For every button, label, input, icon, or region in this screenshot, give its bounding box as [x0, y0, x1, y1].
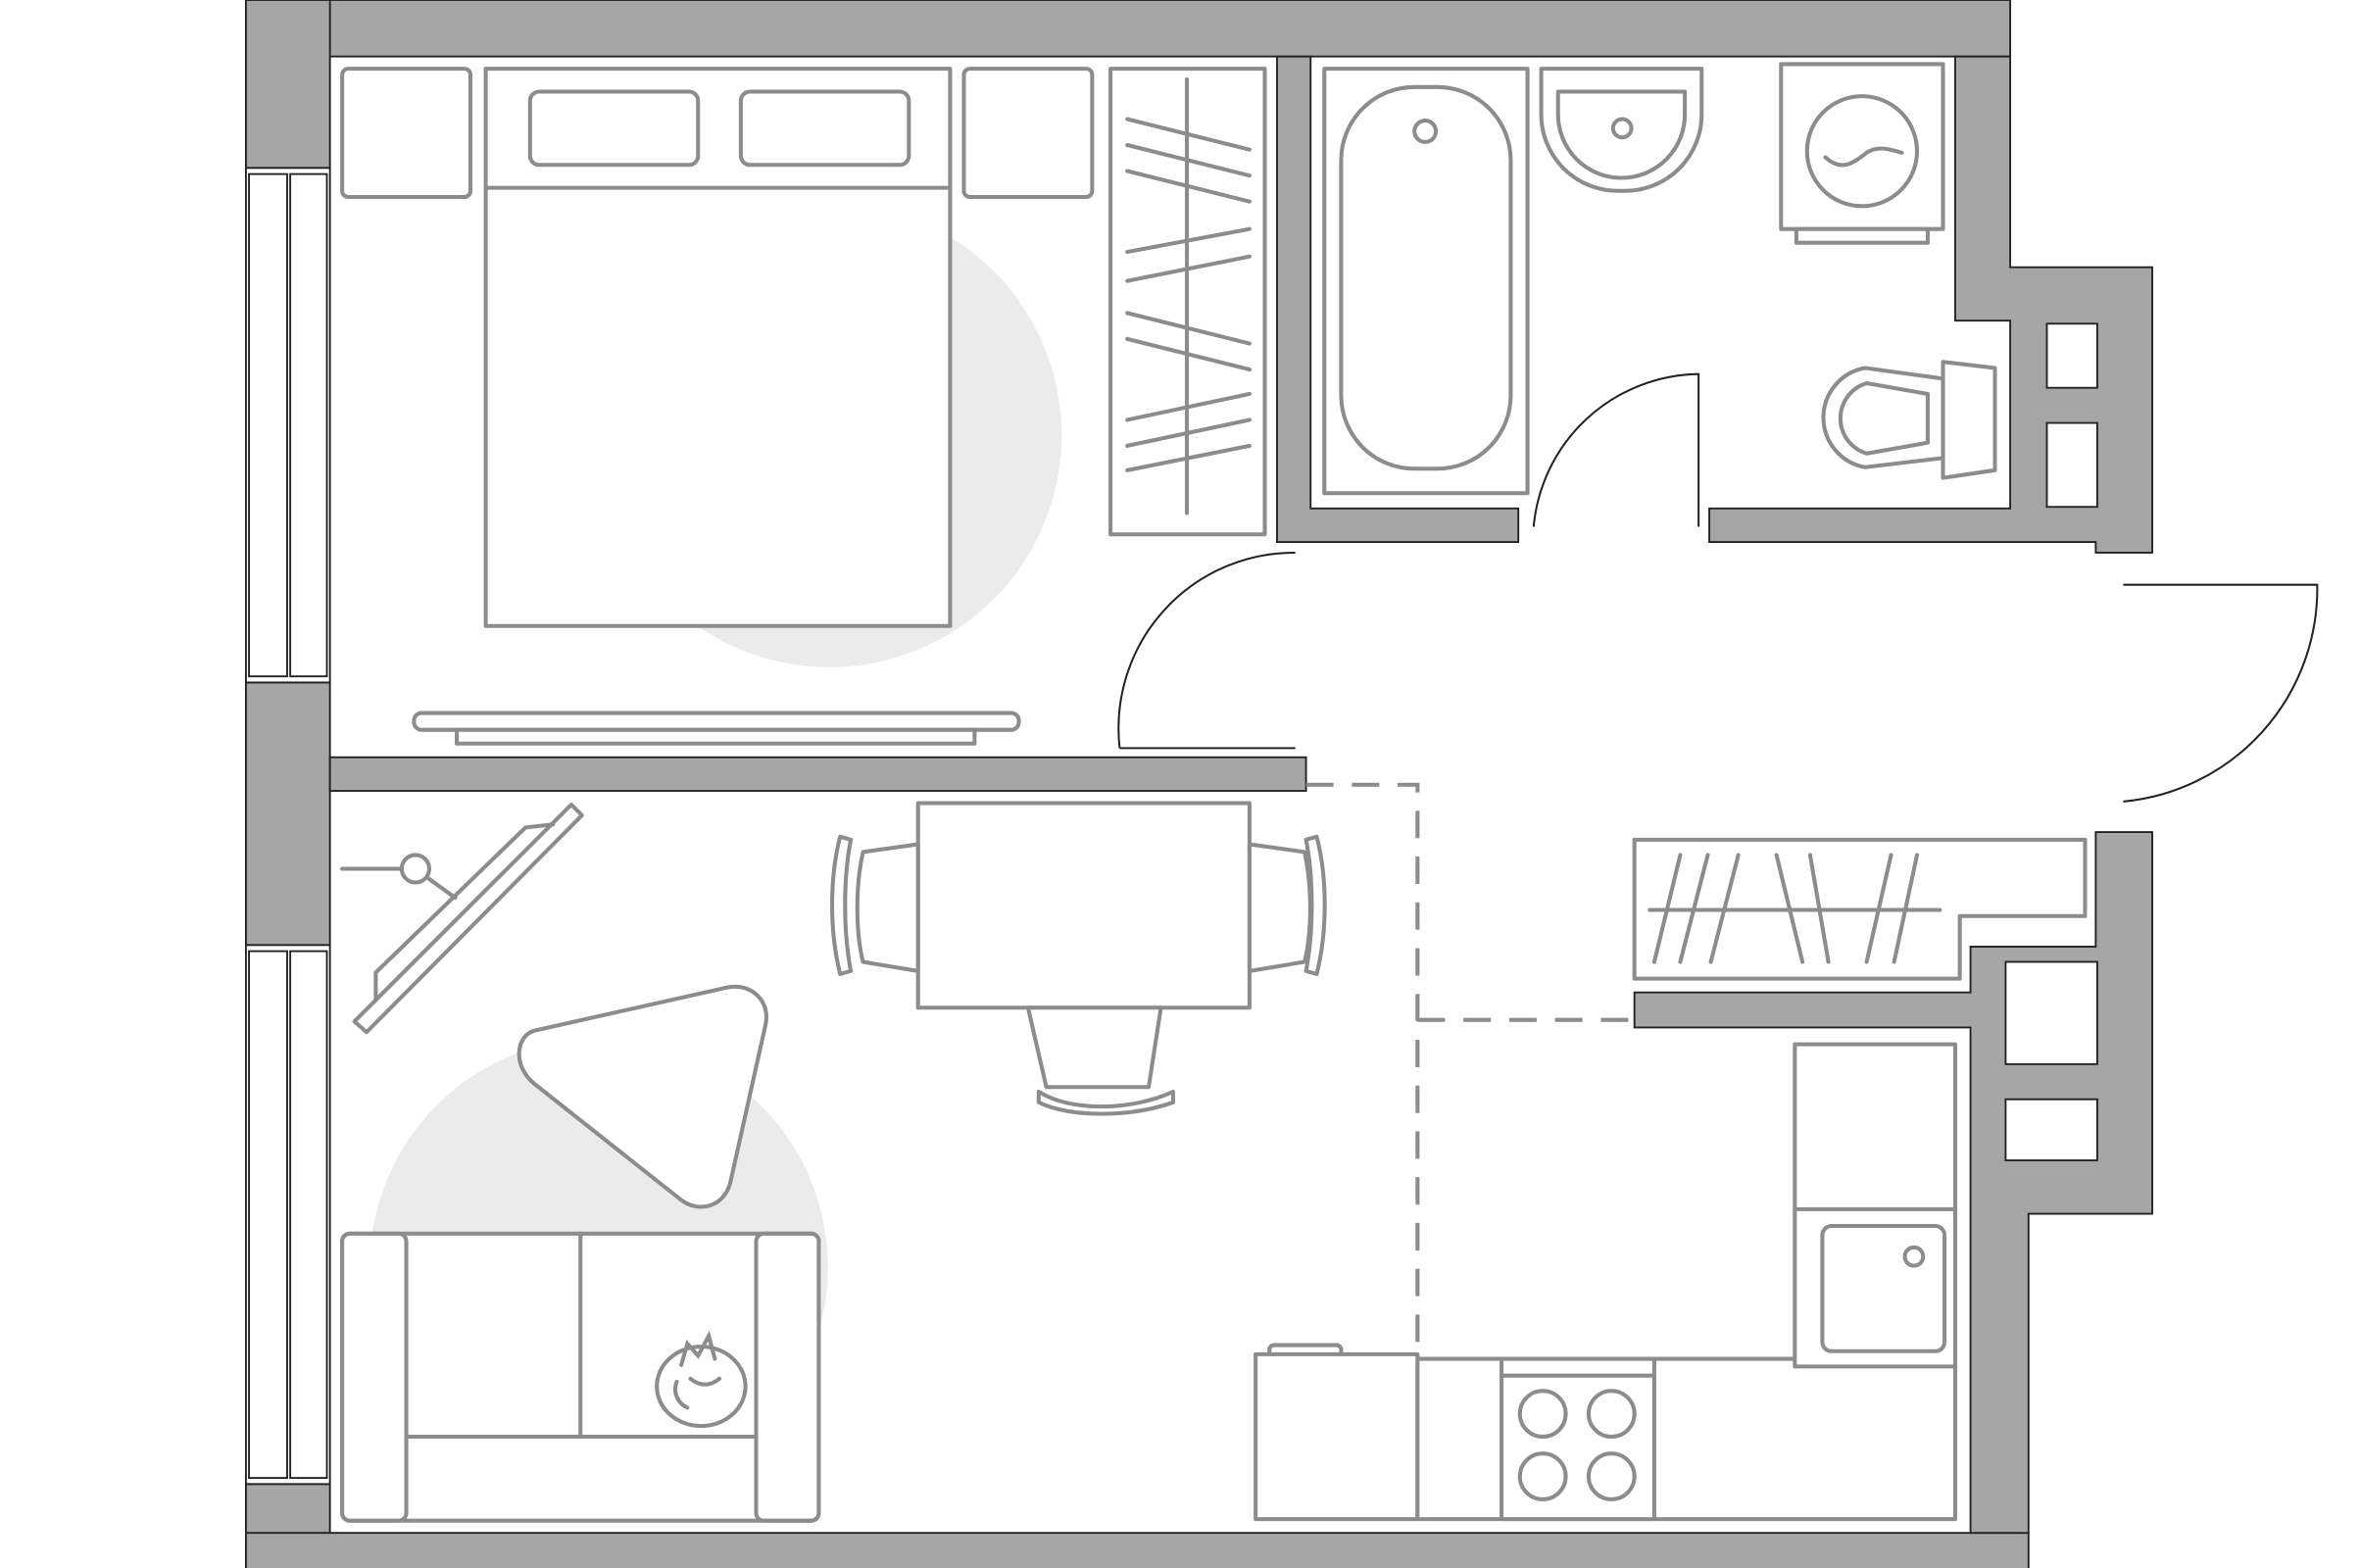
walls — [244, 0, 2153, 1568]
bed — [483, 67, 953, 628]
bench — [412, 710, 1021, 746]
washing-machine — [1779, 62, 1945, 245]
sink — [1539, 67, 1704, 193]
wardrobe-hall — [1632, 837, 2088, 981]
door-bedroom[interactable] — [1117, 551, 1296, 750]
dining-set — [830, 801, 1327, 1116]
cat-icon — [655, 1330, 748, 1429]
nightstand-right — [961, 67, 1095, 199]
nightstand-left — [340, 67, 473, 199]
bathtub — [1322, 67, 1530, 496]
wardrobe-bedroom — [1108, 67, 1267, 537]
coffee-table — [516, 984, 768, 1209]
door-bathroom[interactable] — [1532, 372, 1700, 527]
stove — [1517, 1389, 1637, 1501]
sofa — [340, 1231, 821, 1523]
kitchen-sink — [1820, 1223, 1947, 1353]
window-bedroom — [244, 167, 331, 684]
tv-stand — [340, 803, 584, 1035]
door-entrance[interactable] — [2123, 583, 2319, 803]
toilet — [1821, 360, 1997, 480]
window-living — [244, 944, 331, 1486]
zone-divider — [1305, 782, 1635, 1359]
